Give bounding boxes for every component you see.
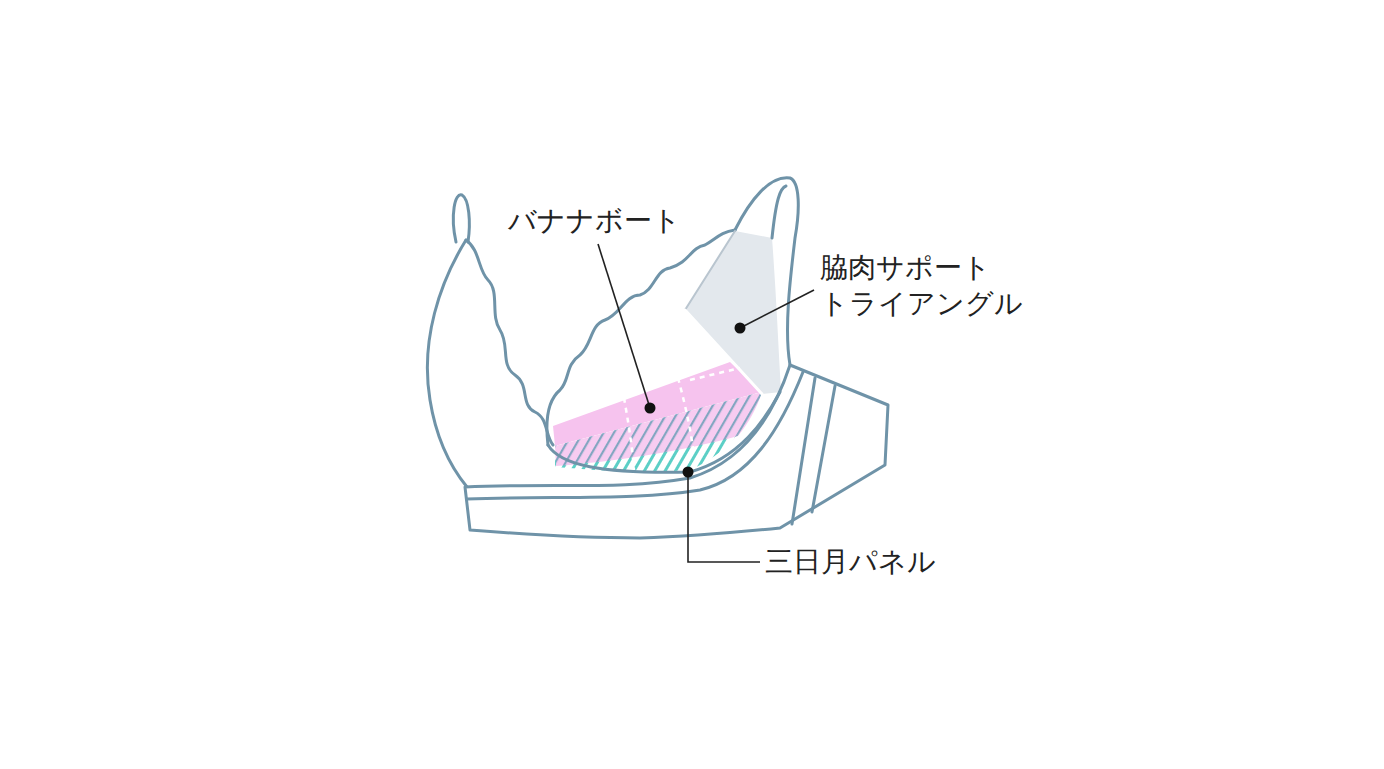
right-cup-lace [547, 230, 735, 445]
outline-right [465, 178, 888, 538]
underwire [548, 392, 780, 472]
left-strap [453, 195, 469, 242]
strap-inner [772, 186, 786, 238]
panel-edge [685, 231, 735, 310]
hook-line [812, 386, 835, 512]
left-cup-lace [466, 240, 553, 445]
hook-line [792, 378, 815, 524]
left-cup-edge [427, 240, 467, 487]
right-strap [735, 178, 798, 365]
callout-dots [645, 323, 746, 478]
overlap-panel [555, 392, 762, 466]
part-label: バナナボート [506, 203, 683, 239]
band [465, 365, 888, 538]
leader-lines [598, 244, 814, 562]
part-label: 脇肉サポート トライアングル [818, 250, 1037, 322]
band-inner-line [467, 372, 803, 499]
part-label: 三日月パネル [763, 544, 938, 580]
side-support-panel [685, 231, 781, 394]
